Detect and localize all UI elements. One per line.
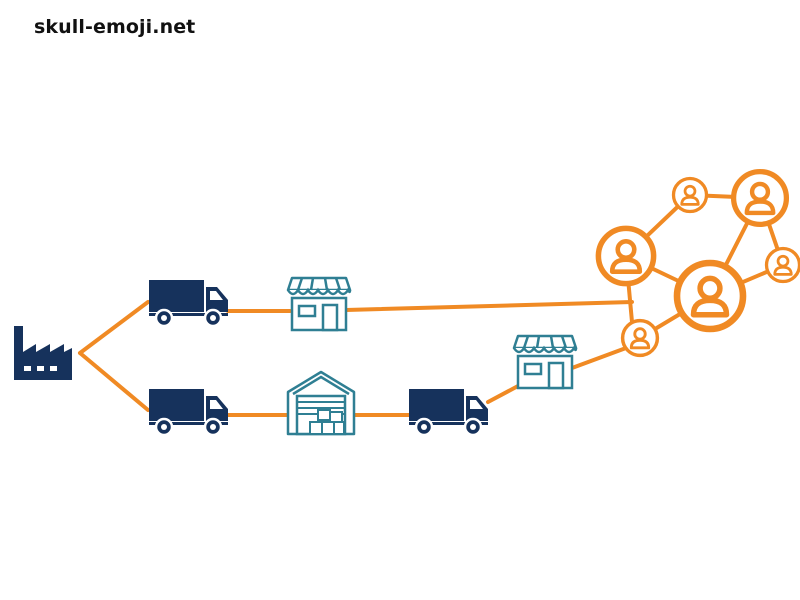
- delivery-truck-icon: [147, 278, 230, 328]
- delivery-truck-icon: [407, 387, 490, 437]
- storefront-icon: [286, 276, 352, 332]
- customer-person-icon: [620, 318, 660, 358]
- customer-person-icon: [598, 228, 653, 283]
- line-lower-store-to-customer: [570, 346, 628, 370]
- line-factory-to-lower-truck: [78, 351, 150, 412]
- line-lower-truck-to-store: [486, 384, 520, 404]
- customer-person-icon: [734, 172, 787, 225]
- line-factory-to-upper-truck: [78, 300, 150, 355]
- factory-icon: [14, 326, 72, 380]
- customer-person-icon: [671, 176, 709, 214]
- customer-network: [598, 172, 800, 358]
- customer-person-icon: [677, 263, 743, 329]
- customer-person-icon: [764, 246, 800, 284]
- delivery-truck-icon: [147, 387, 230, 437]
- line-upper-store-to-network: [344, 300, 634, 312]
- storefront-icon: [512, 334, 578, 390]
- site-watermark: skull-emoji.net: [34, 16, 196, 38]
- warehouse-icon: [286, 370, 356, 436]
